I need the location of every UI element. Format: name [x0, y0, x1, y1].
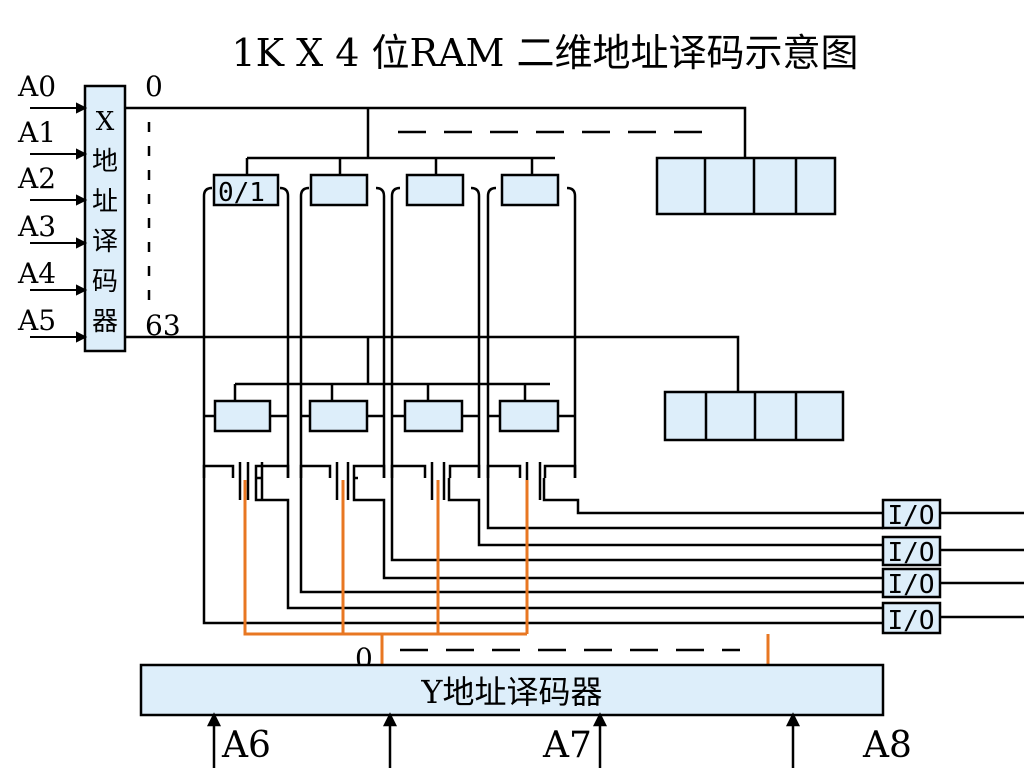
memory-cell	[308, 399, 369, 433]
y-decoder-label: Y地址译码器	[420, 673, 602, 711]
memory-cell	[309, 173, 369, 207]
x-address-decoder	[83, 84, 127, 353]
bit-lines	[202, 186, 577, 478]
io-label: I/O	[888, 570, 935, 600]
memory-cell	[500, 173, 560, 207]
column-select-lines	[243, 480, 770, 665]
cell-value-label: 0/1	[218, 178, 265, 208]
x-input-label: A3	[17, 210, 56, 243]
x-decoder-char: 地	[92, 147, 118, 177]
x-decoder-char: X	[96, 107, 115, 137]
io-label: I/O	[888, 501, 935, 531]
memory-cell	[403, 399, 464, 433]
memory-cell	[212, 173, 280, 207]
x-decoder-char: 码	[92, 267, 118, 297]
x-input-label: A2	[17, 162, 56, 195]
y-input-label: A6	[221, 725, 271, 766]
column-transistors	[202, 462, 577, 500]
x-input-label: A5	[17, 304, 56, 337]
memory-cell	[405, 173, 465, 207]
memory-cell	[213, 399, 272, 433]
y-input-label: A8	[862, 725, 912, 766]
row-63-word-line	[125, 335, 740, 401]
x-input-label: A0	[17, 70, 56, 103]
diagram-title: 1K X 4 位RAM 二维地址译码示意图	[231, 31, 858, 75]
memory-cell	[498, 399, 560, 433]
row-0-word-block	[655, 156, 837, 216]
y-input-label: A7	[542, 725, 592, 766]
row-label-first: 0	[145, 70, 163, 103]
io-label: I/O	[888, 538, 935, 568]
y-address-decoder	[139, 663, 885, 717]
data-lines	[202, 478, 883, 625]
x-input-label: A1	[17, 116, 56, 149]
row-0-word-line	[125, 106, 747, 175]
x-decoder-char: 译	[92, 227, 118, 257]
io-label: I/O	[888, 606, 935, 636]
row-63-word-block	[663, 390, 845, 442]
x-decoder-char: 器	[92, 307, 118, 337]
x-decoder-char: 址	[92, 187, 118, 217]
x-input-label: A4	[17, 257, 56, 290]
